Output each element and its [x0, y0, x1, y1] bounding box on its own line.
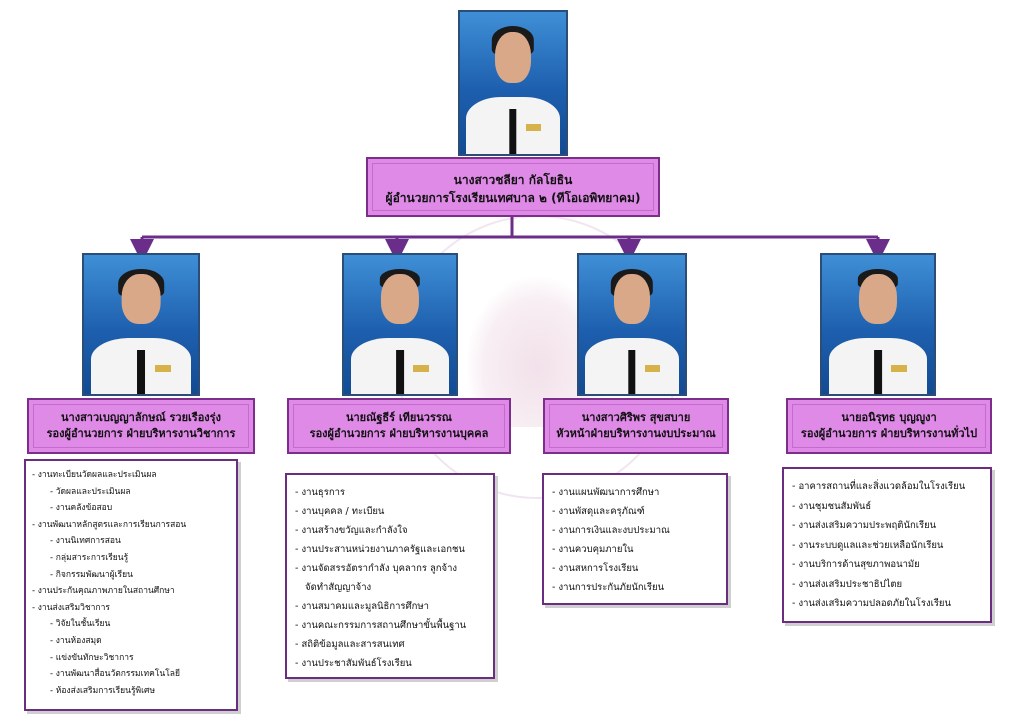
- deputy-2-duties-box: - งานธุรการ - งานบุคคล / ทะเบียน - งานสร้า…: [285, 473, 495, 679]
- deputy-4-duties-list: - อาคารสถานที่และสิ่งแวดล้อมในโรงเรียน - …: [792, 477, 982, 614]
- duty-item: - งานพัสดุและครุภัณฑ์: [552, 506, 645, 517]
- duty-item: - งานการประกันภัยนักเรียน: [552, 582, 665, 593]
- duty-item: - วัดผลและประเมินผล: [50, 486, 131, 497]
- duty-item: - แข่งขันทักษะวิชาการ: [50, 652, 134, 663]
- duty-item: - ห้องส่งเสริมการเรียนรู้พิเศษ: [50, 685, 156, 696]
- duty-item: - งานประชาสัมพันธ์โรงเรียน: [295, 658, 412, 669]
- duty-item: - งานบริการด้านสุขภาพอนามัย: [792, 559, 920, 570]
- deputy-3-name-box: นางสาวศิริพร สุขสบาย หัวหน้าฝ่ายบริหารงา…: [543, 398, 729, 454]
- duty-item: - งานประสานหน่วยงานภาครัฐและเอกชน: [295, 544, 465, 555]
- duty-item: - งานห้องสมุด: [50, 635, 102, 646]
- duty-item: - งานพัฒนาหลักสูตรและการเรียนการสอน: [32, 519, 187, 530]
- duty-item: - งานพัฒนาสื่อนวัตกรรมเทคโนโลยี: [50, 669, 180, 680]
- deputy-4-name-box: นายอนิรุทธ บุญญูงา รองผู้อำนวยการ ฝ่ายบร…: [786, 398, 992, 454]
- duty-item: - งานคณะกรรมการสถานศึกษาขั้นพื้นฐาน: [295, 620, 467, 631]
- deputy-4-title: รองผู้อำนวยการ ฝ่ายบริหารงานทั่วไป: [800, 427, 978, 440]
- deputy-2-duties-list: - งานธุรการ - งานบุคคล / ทะเบียน - งานสร้า…: [295, 483, 485, 673]
- deputy-1-name: นางสาวเบญญาลักษณ์ รวยเรืองรุ่ง: [61, 411, 221, 424]
- director-photo: [458, 10, 568, 156]
- deputy-2-name: นายณัฐธีร์ เทียนวรรณ: [345, 411, 453, 424]
- director-name: นางสาวชลียา กัลโยธิน: [453, 173, 573, 187]
- duty-item: - งานจัดสรรอัตรากำลัง บุคลากร ลูกจ้าง: [295, 563, 458, 574]
- duty-item: - งานควบคุมภายใน: [552, 544, 634, 555]
- duty-item: - กิจกรรมพัฒนาผู้เรียน: [50, 569, 133, 580]
- duty-item: - สถิติข้อมูลและสารสนเทศ: [295, 639, 405, 650]
- duty-item: - งานบุคคล / ทะเบียน: [295, 506, 385, 517]
- duty-item: - งานนิเทศการสอน: [50, 536, 121, 547]
- deputy-4-name: นายอนิรุทธ บุญญูงา: [841, 411, 937, 424]
- deputy-2-title: รองผู้อำนวยการ ฝ่ายบริหารงานบุคคล: [309, 427, 489, 440]
- duty-item: - กลุ่มสาระการเรียนรู้: [50, 552, 129, 563]
- duty-item: - งานคลังข้อสอบ: [50, 503, 113, 514]
- duty-item: - งานประกันคุณภาพภายในสถานศึกษา: [32, 586, 175, 597]
- director-title: ผู้อำนวยการโรงเรียนเทศบาล ๒ (ทีโอเอพิทยา…: [385, 191, 641, 205]
- duty-item: - งานชุมชนสัมพันธ์: [792, 500, 872, 512]
- duty-item: - งานแผนพัฒนาการศึกษา: [552, 487, 660, 498]
- director-name-box: นางสาวชลียา กัลโยธิน ผู้อำนวยการโรงเรียน…: [366, 157, 660, 217]
- deputy-1-duties-box: - งานทะเบียนวัดผลและประเมินผล - วัดผลและป…: [24, 459, 238, 711]
- deputy-1-duties-list: - งานทะเบียนวัดผลและประเมินผล - วัดผลและป…: [32, 467, 230, 699]
- deputy-3-duties-list: - งานแผนพัฒนาการศึกษา - งานพัสดุและครุภัณ…: [552, 483, 718, 597]
- duty-item: - งานส่งเสริมประชาธิปไตย: [792, 578, 903, 590]
- duty-item: - งานการเงินและงบประมาณ: [552, 525, 670, 536]
- duty-item: - งานสมาคมและมูลนิธิการศึกษา: [295, 601, 429, 612]
- deputy-2-name-box: นายณัฐธีร์ เทียนวรรณ รองผู้อำนวยการ ฝ่าย…: [287, 398, 511, 454]
- deputy-3-photo: [577, 253, 687, 396]
- duty-item: - งานส่งเสริมความปลอดภัยในโรงเรียน: [792, 598, 951, 609]
- deputy-4-duties-box: - อาคารสถานที่และสิ่งแวดล้อมในโรงเรียน - …: [782, 467, 992, 623]
- deputy-3-name: นางสาวศิริพร สุขสบาย: [581, 411, 691, 424]
- duty-item: - งานส่งเสริมวิชาการ: [32, 602, 110, 613]
- duty-item: - งานส่งเสริมความประพฤตินักเรียน: [792, 520, 937, 531]
- deputy-2-photo: [342, 253, 458, 396]
- deputy-1-photo: [82, 253, 200, 396]
- duty-item: - งานสร้างขวัญและกำลังใจ: [295, 525, 408, 536]
- deputy-1-name-box: นางสาวเบญญาลักษณ์ รวยเรืองรุ่ง รองผู้อำน…: [27, 398, 255, 454]
- deputy-4-photo: [820, 253, 936, 396]
- deputy-3-title: หัวหน้าฝ่ายบริหารงานงบประมาณ: [556, 427, 716, 440]
- duty-item: - งานสหการโรงเรียน: [552, 563, 639, 574]
- duty-item: - งานธุรการ: [295, 487, 346, 498]
- duty-item: - อาคารสถานที่และสิ่งแวดล้อมในโรงเรียน: [792, 481, 966, 492]
- duty-item: - งานทะเบียนวัดผลและประเมินผล: [32, 470, 157, 480]
- duty-item: - งานระบบดูแลและช่วยเหลือนักเรียน: [792, 539, 944, 551]
- deputy-1-title: รองผู้อำนวยการ ฝ่ายบริหารงานวิชาการ: [46, 427, 236, 440]
- deputy-3-duties-box: - งานแผนพัฒนาการศึกษา - งานพัสดุและครุภัณ…: [542, 473, 728, 605]
- duty-item: - วิจัยในชั้นเรียน: [50, 619, 111, 630]
- duty-item: จัดทำสัญญาจ้าง: [305, 582, 372, 593]
